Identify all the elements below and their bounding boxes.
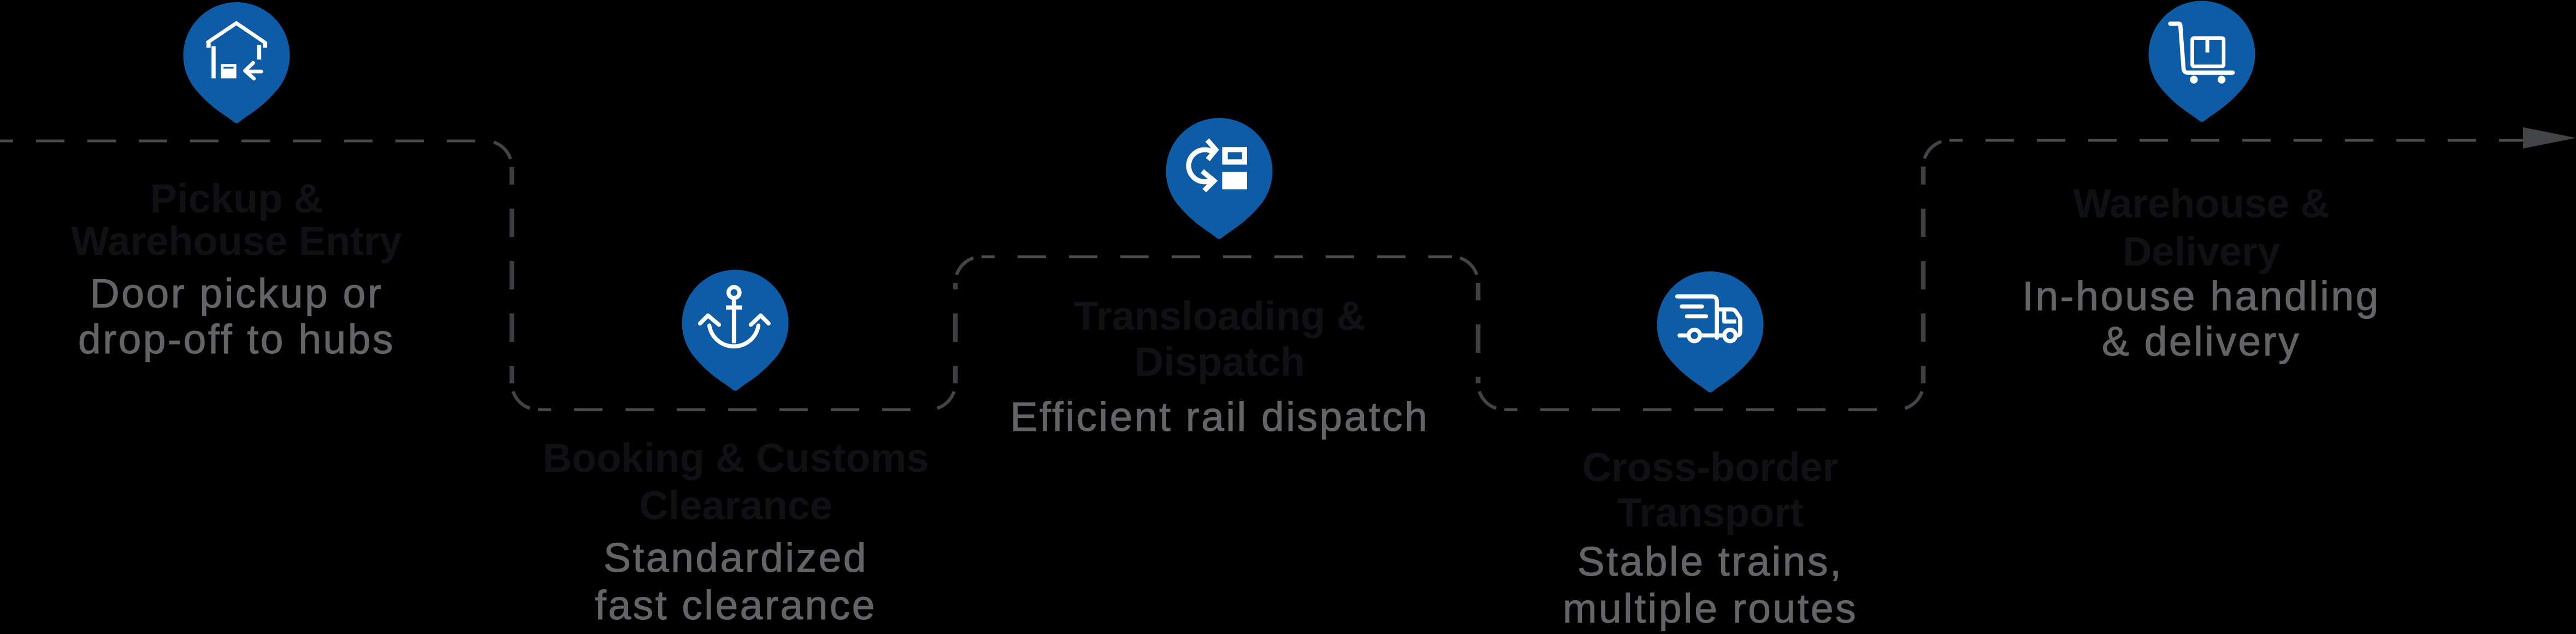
svg-text:multiple routes: multiple routes [1563,585,1858,631]
svg-text:In-house handling: In-house handling [2022,273,2380,319]
svg-text:Efficient rail dispatch: Efficient rail dispatch [1011,394,1429,440]
svg-text:Door pickup or: Door pickup or [90,270,383,316]
svg-text:Delivery: Delivery [2123,229,2280,274]
svg-text:& delivery: & delivery [2102,318,2301,364]
svg-text:Warehouse &: Warehouse & [2073,181,2330,226]
svg-text:Stable trains,: Stable trains, [1577,538,1844,584]
svg-text:Warehouse Entry: Warehouse Entry [71,218,402,264]
svg-text:fast clearance: fast clearance [595,582,877,628]
svg-text:drop-off to hubs: drop-off to hubs [78,316,395,362]
svg-text:Transloading &: Transloading & [1074,293,1366,339]
svg-text:Dispatch: Dispatch [1135,339,1305,384]
svg-text:Pickup &: Pickup & [150,176,323,221]
svg-text:Standardized: Standardized [604,535,868,580]
svg-text:Transport: Transport [1617,490,1803,535]
svg-text:Clearance: Clearance [639,483,832,528]
svg-text:Cross-border: Cross-border [1582,445,1839,490]
svg-text:Booking & Customs: Booking & Customs [542,435,929,481]
